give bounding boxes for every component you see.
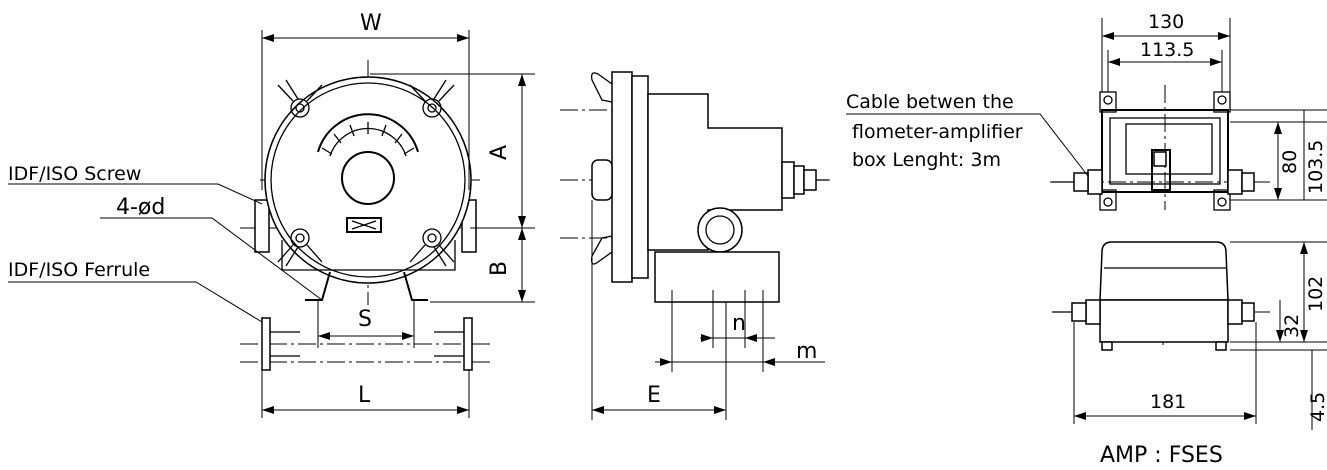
dim-amp-height: 102 [1305,276,1327,312]
dim-m: m [796,339,817,364]
callout-cable-line3: box Lenght: 3m [852,149,1001,171]
dim-amp-base: 32 [1281,314,1303,338]
dim-amp-width: 130 [1148,11,1184,33]
amplifier-side-view [1052,241,1327,430]
dim-S: S [358,307,372,332]
front-view [8,30,535,418]
dim-B: B [487,261,512,276]
callout-ferrule: IDF/ISO Ferrule [8,259,150,281]
amp-caption: AMP : FSES [1100,443,1223,468]
callout-holes: 4-ød [116,195,165,220]
dim-W: W [360,11,382,36]
dim-E: E [647,383,661,408]
callout-cable-line1: Cable betwen the [846,91,1014,113]
dim-amp-length: 181 [1150,391,1186,413]
side-view [560,71,830,420]
dim-amp-h2: 103.5 [1305,140,1327,194]
dim-amp-foot: 4.5 [1307,392,1327,422]
dim-n: n [732,311,746,336]
amplifier-top-view [846,18,1327,211]
callout-screw: IDF/ISO Screw [8,163,141,185]
dim-amp-inner: 113.5 [1140,39,1194,61]
dim-L: L [358,383,371,408]
dim-amp-h1: 80 [1279,150,1301,174]
dim-A: A [487,145,512,160]
callout-cable-line2: flometer-amplifier [852,121,1023,143]
